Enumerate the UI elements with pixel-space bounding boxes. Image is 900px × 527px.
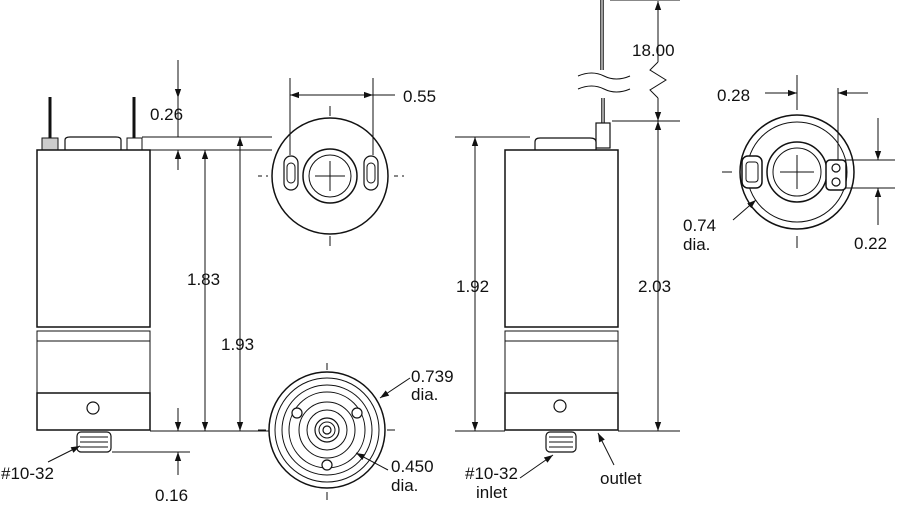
label-left-fitting: 0.16 xyxy=(155,486,188,505)
label-right-wire-length: 18.00 xyxy=(632,41,675,60)
label-left-top-gap: 0.26 xyxy=(150,105,183,124)
top-view-circle xyxy=(258,78,404,246)
label-bottom-inner-dia-unit: dia. xyxy=(391,476,418,495)
label-bottom-outer-dia-value: 0.739 xyxy=(411,367,454,386)
label-right-thread: #10-32 xyxy=(465,464,518,483)
label-right-body-inner: 1.92 xyxy=(456,277,489,296)
end-view-circle xyxy=(722,75,895,248)
label-bottom-inner-dia-value: 0.450 xyxy=(391,457,434,476)
left-pump-side-view xyxy=(36,97,151,453)
label-right-body-total: 2.03 xyxy=(638,277,671,296)
label-left-body-inner: 1.83 xyxy=(187,270,220,289)
bottom-view-circle xyxy=(258,363,411,500)
label-end-view-offset: 0.28 xyxy=(717,86,750,105)
label-left-body-total: 1.93 xyxy=(221,335,254,354)
label-right-thread-sub: inlet xyxy=(476,483,507,502)
label-end-view-small: 0.22 xyxy=(854,234,887,253)
label-left-thread: #10-32 xyxy=(1,464,54,483)
dimension-labels: 0.26 1.83 1.93 0.16 #10-32 0.55 0.739 di… xyxy=(1,41,887,505)
right-dimension-lines xyxy=(455,0,680,479)
label-end-view-dia-value: 0.74 xyxy=(683,216,716,235)
label-top-view-width: 0.55 xyxy=(403,87,436,106)
label-bottom-outer-dia-unit: dia. xyxy=(411,385,438,404)
left-dimension-lines xyxy=(47,60,272,475)
label-end-view-dia-unit: dia. xyxy=(683,235,710,254)
right-pump-side-view xyxy=(504,0,631,453)
label-right-outlet: outlet xyxy=(600,469,642,488)
